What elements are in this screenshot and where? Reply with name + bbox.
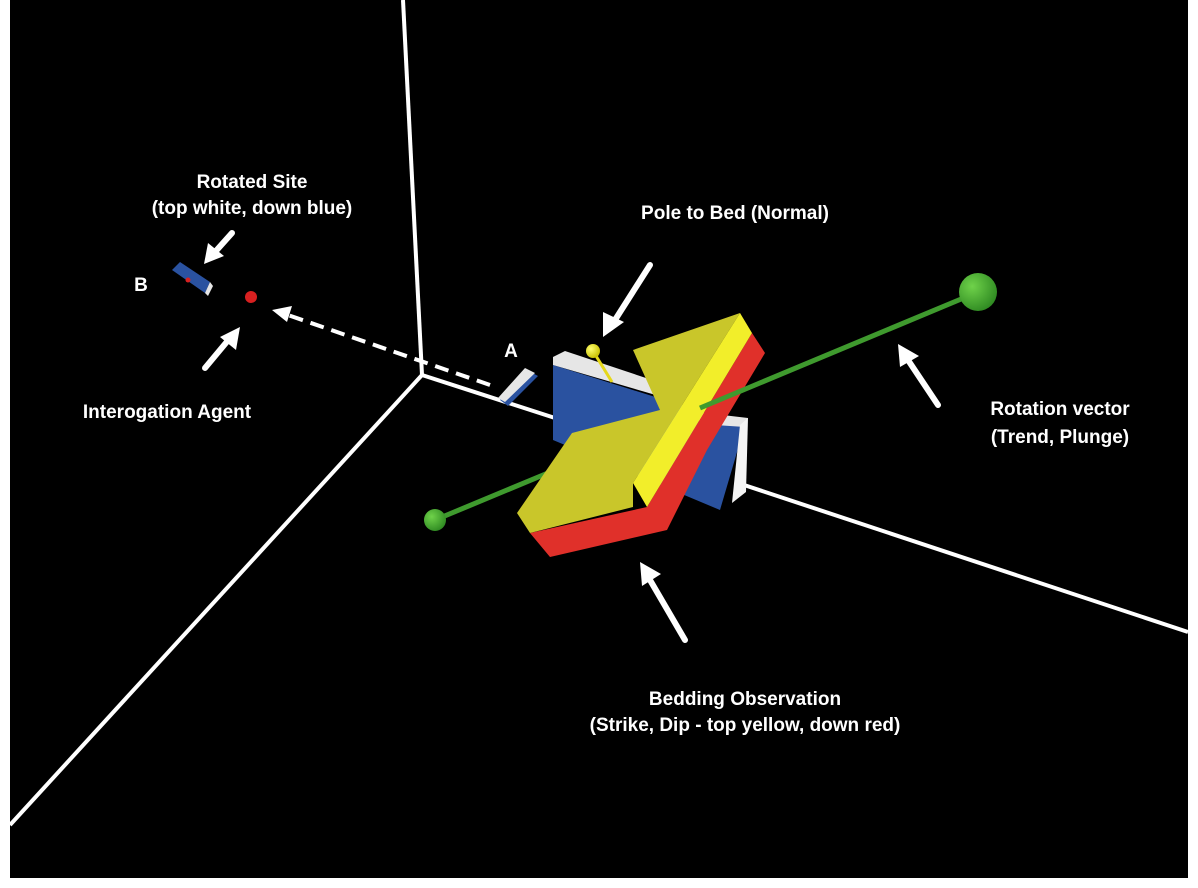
arrow-bedding	[640, 562, 688, 643]
point-b-label: B	[134, 275, 148, 296]
rotation-vector-rod	[699, 289, 979, 411]
arrow-rotation-vector	[898, 344, 941, 408]
interrogation-agent-dot	[245, 291, 257, 303]
arrow-agent	[202, 327, 240, 371]
site-b-marker	[172, 262, 213, 296]
rotation-vector-rod-back	[434, 465, 561, 523]
interrogation-agent-label: Interogation Agent	[83, 402, 252, 423]
axis-up	[401, 0, 424, 376]
rotation-vector-title: Rotation vector	[990, 399, 1130, 420]
pole-sphere	[586, 344, 600, 358]
rotated-site-title: Rotated Site	[197, 172, 308, 193]
rotated-site-subtitle: (top white, down blue)	[152, 198, 353, 219]
rotation-vector-end-sphere	[424, 509, 446, 531]
axis-left	[8, 373, 424, 827]
axis-right-near	[421, 373, 556, 420]
arrow-rotated-site	[204, 230, 235, 264]
bedding-subtitle: (Strike, Dip - top yellow, down red)	[590, 715, 901, 736]
dashed-rotation-path	[284, 312, 491, 387]
bedding-slab	[517, 313, 765, 557]
axis-right-far	[734, 480, 1189, 634]
arrow-pole	[603, 262, 653, 337]
rotation-vector-subtitle: (Trend, Plunge)	[991, 427, 1129, 448]
rotation-vector-head-sphere	[959, 273, 997, 311]
dashed-arrow-head	[272, 306, 292, 322]
point-a-label: A	[504, 341, 518, 362]
pole-to-bed-label: Pole to Bed (Normal)	[641, 203, 829, 224]
coordinate-axes	[8, 0, 1189, 827]
site-a-marker	[498, 368, 538, 406]
bedding-title: Bedding Observation	[649, 689, 841, 710]
